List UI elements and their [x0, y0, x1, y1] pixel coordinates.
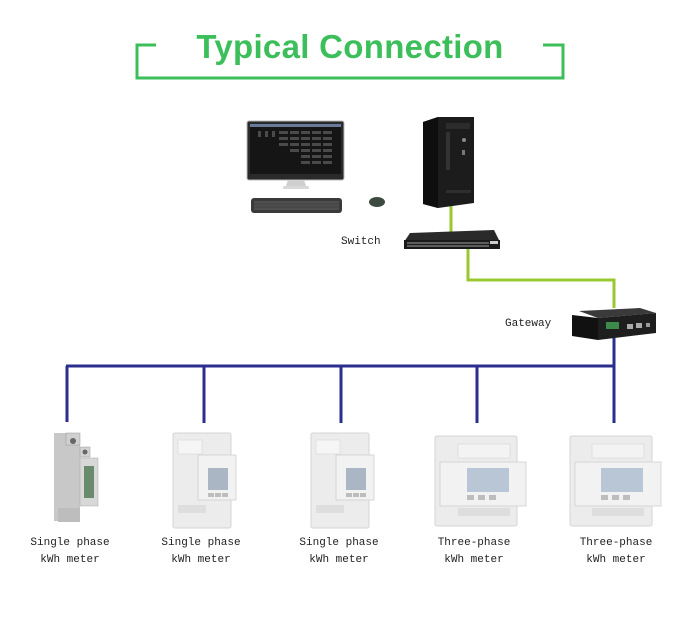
meter-label-line2: kWh meter: [171, 554, 231, 566]
mouse-icon[interactable]: [369, 197, 385, 207]
meter-label-line2: kWh meter: [586, 554, 646, 566]
meter-label-2: Single phase kWh meter: [141, 535, 261, 569]
meter-label-line2: kWh meter: [40, 554, 100, 566]
meter-icon-5[interactable]: [569, 435, 662, 527]
switch-icon[interactable]: [404, 230, 500, 249]
gateway-label: Gateway: [505, 318, 552, 330]
gateway-icon[interactable]: [572, 308, 656, 340]
meter-icon-3[interactable]: [310, 432, 375, 529]
meter-label-5: Three-phase kWh meter: [556, 535, 676, 569]
meter-icon-2[interactable]: [172, 432, 237, 529]
meter-label-line1: Single phase: [30, 537, 110, 549]
page-title: Typical Connection: [196, 28, 504, 65]
meter-label-line1: Three-phase: [579, 537, 653, 549]
bus-lines: [65, 338, 616, 423]
meter-label-line2: kWh meter: [309, 554, 369, 566]
meter-label-line1: Single phase: [299, 537, 379, 549]
meter-label-1: Single phase kWh meter: [10, 535, 130, 569]
keyboard-icon[interactable]: [251, 198, 342, 213]
title-bracket: [135, 43, 565, 80]
meter-label-line2: kWh meter: [444, 554, 504, 566]
meter-icon-1[interactable]: [54, 432, 99, 522]
meter-label-3: Single phase kWh meter: [279, 535, 399, 569]
server-tower-icon[interactable]: [423, 117, 474, 208]
meter-label-line1: Three-phase: [437, 537, 511, 549]
meter-icon-4[interactable]: [434, 435, 527, 527]
switch-to-gateway-line: [466, 249, 616, 308]
meter-label-line1: Single phase: [161, 537, 241, 549]
monitor-icon[interactable]: [246, 120, 345, 189]
ethernet-lines: [449, 205, 616, 308]
meter-label-4: Three-phase kWh meter: [414, 535, 534, 569]
switch-label: Switch: [341, 236, 381, 248]
